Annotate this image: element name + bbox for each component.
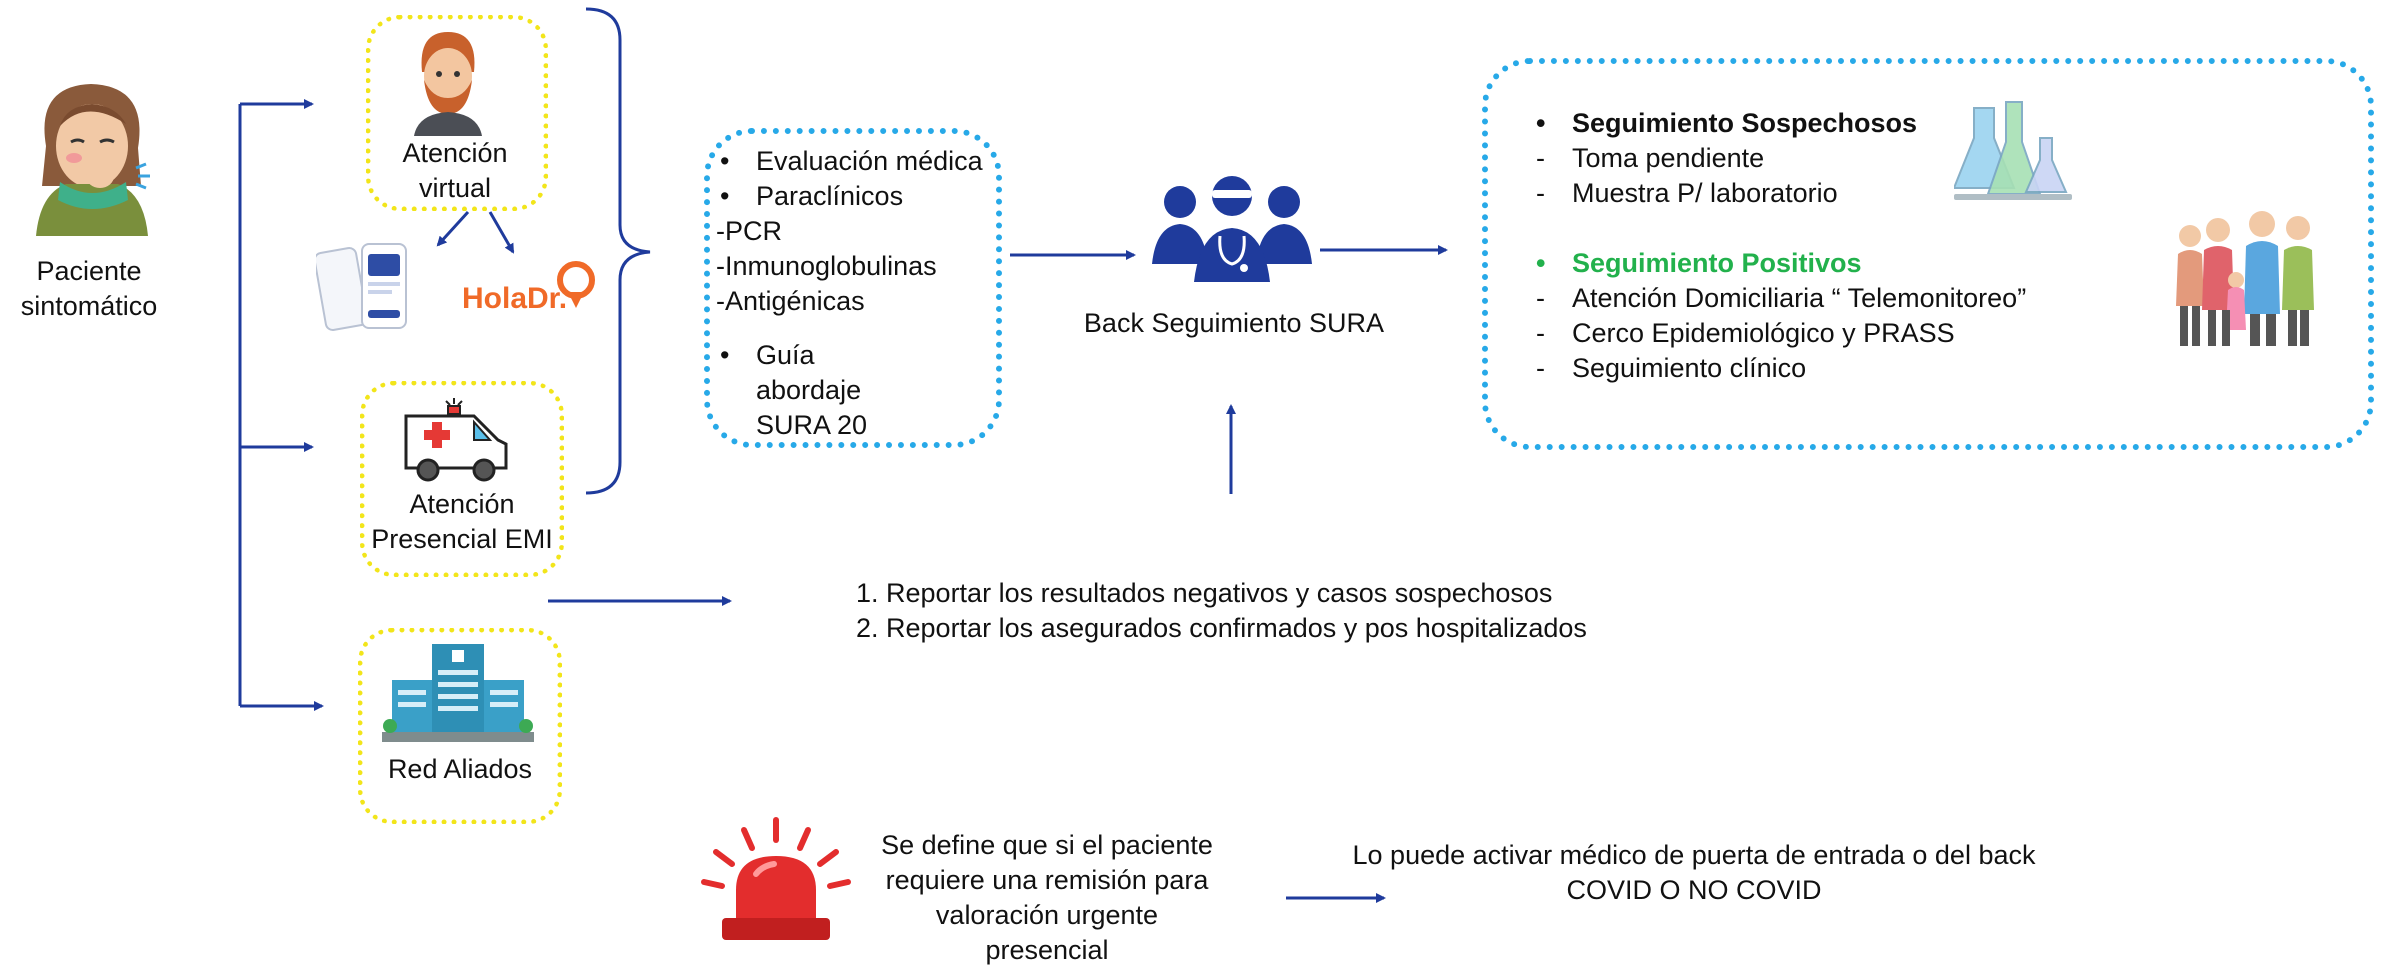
followup-box xyxy=(1482,58,2374,450)
red-aliados-label: Red Aliados xyxy=(387,754,533,784)
evaluation-item: Guía abordaje SURA 20 xyxy=(716,338,916,443)
evaluation-item: Paraclínicos xyxy=(716,179,1002,214)
medical-team-icon xyxy=(1150,164,1314,296)
report-item-2: 2. Reportar los asegurados confirmados y… xyxy=(856,613,1587,643)
arrow-to-app xyxy=(436,210,470,247)
family-icon xyxy=(2172,206,2320,350)
evaluation-subitem: -Inmunoglobulinas xyxy=(716,251,937,281)
evaluation-list: Evaluación médica Paraclínicos -PCR -Inm… xyxy=(716,144,1002,443)
followup-list: Seguimiento Sospechosos Toma pendiente M… xyxy=(1532,106,2092,386)
suspects-title: Seguimiento Sospechosos xyxy=(1532,106,2092,141)
curly-brace xyxy=(585,7,651,495)
ambulance-icon xyxy=(402,394,512,484)
suspects-item: Muestra P/ laboratorio xyxy=(1532,176,2092,211)
alert-text: Se define que si el paciente requiere un… xyxy=(881,830,1213,965)
evaluation-box xyxy=(704,128,1002,448)
suspects-item: Toma pendiente xyxy=(1532,141,2092,176)
arrow-to-holadr xyxy=(488,211,515,254)
evaluation-subitem: -PCR xyxy=(716,216,782,246)
doctor-avatar-icon xyxy=(408,28,488,136)
evaluation-item: Evaluación médica xyxy=(716,144,1002,179)
lab-flasks-icon xyxy=(1952,98,2076,202)
activation-text: Lo puede activar médico de puerta de ent… xyxy=(1352,840,2036,905)
positives-item: Seguimiento clínico xyxy=(1532,351,2092,386)
presencial-care-label: Atención Presencial EMI xyxy=(371,489,553,554)
virtual-care-box xyxy=(366,15,548,211)
back-label: Back Seguimiento SURA xyxy=(1083,308,1385,338)
holadr-logo-text: HolaDr. xyxy=(462,282,567,315)
alarm-siren-icon xyxy=(700,816,852,946)
virtual-care-label: Atención virtual xyxy=(402,138,508,203)
patient-label: Paciente sintomático xyxy=(20,256,158,321)
positives-item: Atención Domiciliaria “ Telemonitoreo” xyxy=(1532,281,2092,316)
report-item-1: 1. Reportar los resultados negativos y c… xyxy=(856,578,1553,608)
mobile-app-icon xyxy=(313,240,424,332)
patient-icon xyxy=(26,76,156,236)
red-aliados-box xyxy=(358,628,562,824)
positives-title: Seguimiento Positivos xyxy=(1532,246,2092,281)
presencial-care-box xyxy=(360,381,564,577)
positives-item: Cerco Epidemiológico y PRASS xyxy=(1532,316,2092,351)
evaluation-subitem: -Antigénicas xyxy=(716,286,865,316)
hospital-building-icon xyxy=(378,640,538,744)
holadr-logo: HolaDr. xyxy=(460,256,600,318)
